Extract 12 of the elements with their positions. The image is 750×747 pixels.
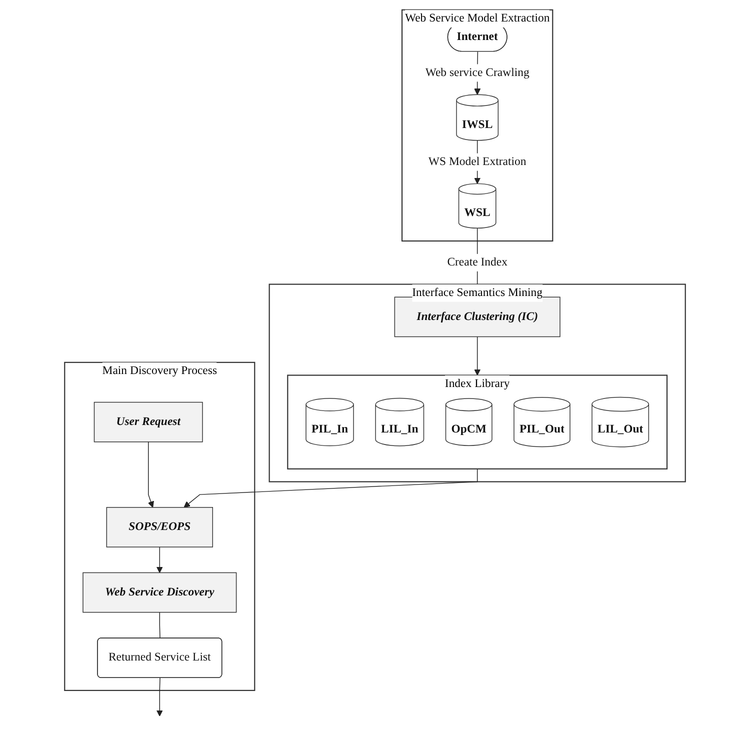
node-box: Web Service Discovery: [82, 572, 237, 612]
edge-label: WS Model Extration: [428, 154, 526, 168]
edge-label: Create Index: [447, 256, 508, 268]
edge-label: Web service Crawling: [425, 66, 530, 78]
arrow: [156, 546, 163, 572]
arrow: [184, 468, 478, 508]
connector: [159, 611, 160, 638]
node-box: User Request: [94, 401, 203, 442]
arrow: [474, 336, 481, 376]
node-box: SOPS/EOPS: [106, 506, 213, 547]
arrow: [148, 441, 154, 508]
arrow: [156, 677, 163, 716]
